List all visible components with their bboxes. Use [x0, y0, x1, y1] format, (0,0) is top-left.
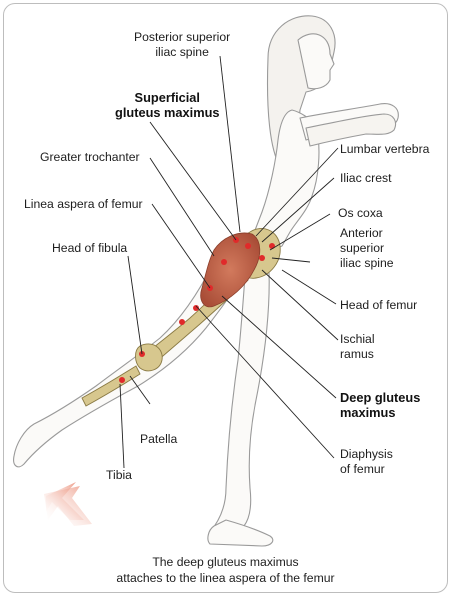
label-line: Ischial — [340, 332, 375, 347]
label-line: superior — [340, 241, 394, 256]
label-greater-trochanter: Greater trochanter — [40, 150, 140, 165]
figure-caption: The deep gluteus maximus attaches to the… — [0, 554, 451, 586]
label-line: Diaphysis — [340, 447, 393, 462]
caption-line: The deep gluteus maximus — [0, 554, 451, 570]
label-head-of-femur: Head of femur — [340, 298, 417, 313]
label-anterior-superior-iliac-spine: Anterior superior iliac spine — [340, 226, 394, 271]
label-ischial-ramus: Ischial ramus — [340, 332, 375, 362]
label-diaphysis-of-femur: Diaphysis of femur — [340, 447, 393, 477]
label-superficial-gluteus-maximus: Superficial gluteus maximus — [115, 90, 220, 120]
label-linea-aspera-of-femur: Linea aspera of femur — [24, 197, 143, 212]
label-os-coxa: Os coxa — [338, 206, 383, 221]
label-line: ramus — [340, 347, 375, 362]
caption-line: attaches to the linea aspera of the femu… — [0, 570, 451, 586]
label-deep-gluteus-maximus: Deep gluteus maximus — [340, 390, 420, 420]
label-line: Anterior — [340, 226, 394, 241]
label-iliac-crest: Iliac crest — [340, 171, 391, 186]
label-line: iliac spine — [134, 45, 230, 60]
label-head-of-fibula: Head of fibula — [52, 241, 127, 256]
direction-arrow-icon — [44, 482, 92, 526]
label-patella: Patella — [140, 432, 177, 447]
label-line: maximus — [340, 405, 420, 420]
label-posterior-superior-iliac-spine: Posterior superior iliac spine — [134, 30, 230, 60]
label-line: Superficial — [115, 90, 220, 105]
label-tibia: Tibia — [106, 468, 132, 483]
label-line: Posterior superior — [134, 30, 230, 45]
label-line: Deep gluteus — [340, 390, 420, 405]
label-line: iliac spine — [340, 256, 394, 271]
label-line: of femur — [340, 462, 393, 477]
label-lumbar-vertebra: Lumbar vertebra — [340, 142, 429, 157]
label-line: gluteus maximus — [115, 105, 220, 120]
